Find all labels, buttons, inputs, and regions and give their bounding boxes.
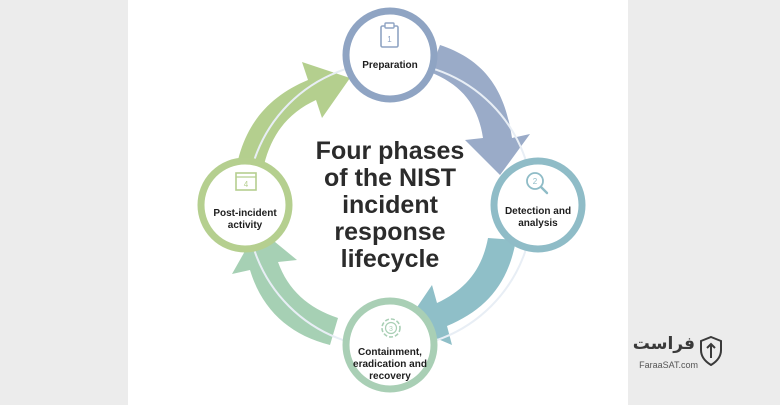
phase-number-3: 3 (389, 326, 393, 333)
arrow-detection-to-containment (405, 238, 516, 345)
right-background-stripe (628, 0, 780, 405)
phase-node-containment (342, 297, 438, 393)
phase-node-post-incident (197, 157, 293, 253)
phase-number-1: 1 (387, 35, 392, 44)
phase-label-line: analysis (518, 218, 558, 229)
brand-watermark: فراست FaraaSAT.com (630, 334, 725, 374)
arrow-containment-to-post-incident (232, 228, 338, 345)
left-background-stripe (0, 0, 152, 405)
target-icon: 3 (381, 318, 401, 338)
phase-label-line: recovery (369, 371, 411, 382)
center-title-line: response (334, 218, 446, 246)
brand-site: FaraaSAT.com (639, 360, 698, 370)
phase-label-post-incident: Post-incident activity (200, 208, 290, 232)
center-title-line: of the NIST (324, 164, 456, 192)
clipboard-icon: 1 (380, 22, 399, 48)
center-title: Four phases of the NIST incident respons… (300, 138, 480, 273)
phase-number-4: 4 (244, 180, 249, 189)
phase-label-preparation: Preparation (345, 60, 435, 72)
phase-label-detection: Detection and analysis (493, 206, 583, 230)
phase-label-line: Detection and (504, 206, 572, 217)
phase-label-containment: Containment, eradication and recovery (340, 347, 440, 383)
shield-logo-icon (700, 336, 722, 366)
brand-persian-name: فراست (632, 334, 695, 354)
center-title-line: lifecycle (340, 245, 440, 273)
phase-label-line: Containment, (358, 347, 422, 358)
phase-node-preparation (342, 7, 438, 103)
phase-number-2: 2 (533, 177, 538, 186)
phase-label-line: Post-incident (213, 208, 277, 219)
book-icon: 4 (235, 172, 257, 191)
phase-node-detection (490, 157, 586, 253)
phase-label-line: Preparation (362, 60, 418, 71)
phase-label-line: activity (227, 220, 263, 231)
magnifier-icon: 2 (526, 172, 549, 195)
phase-label-line: eradication and (353, 359, 427, 370)
center-title-line: Four phases (315, 137, 465, 165)
center-title-line: incident (342, 191, 438, 219)
arrow-post-incident-to-preparation (238, 62, 350, 165)
